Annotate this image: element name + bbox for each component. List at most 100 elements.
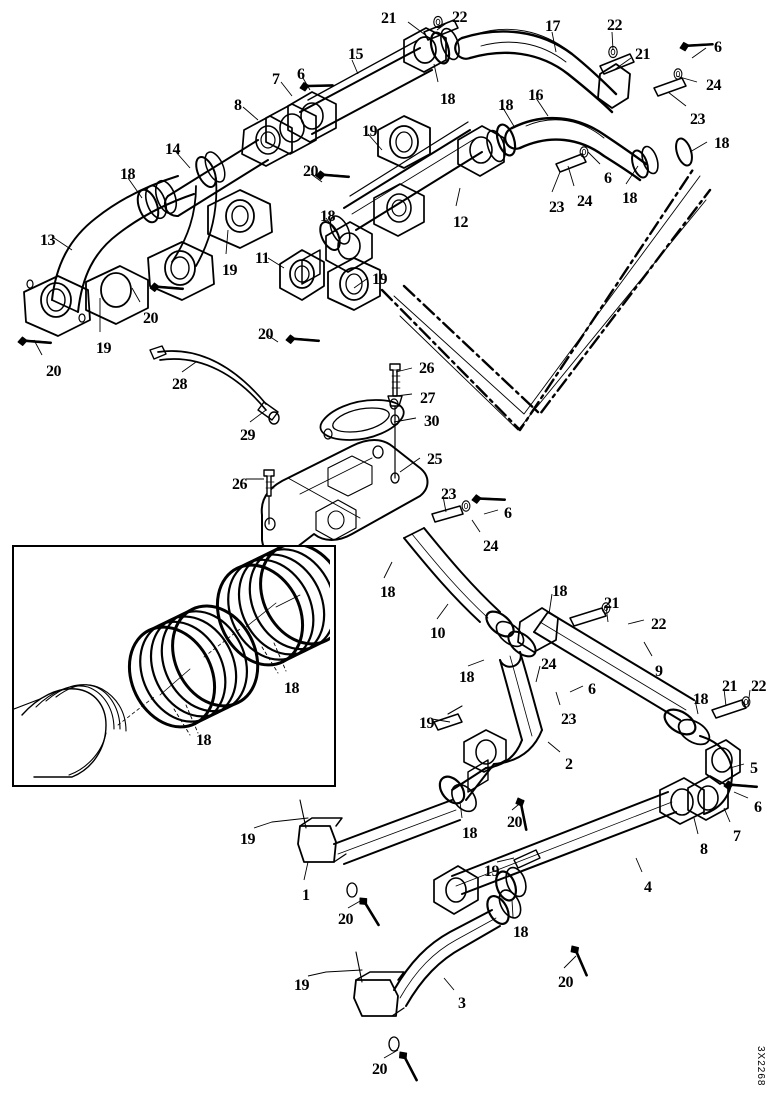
- part-callout-23: 23: [549, 199, 565, 216]
- inset-callout-18-1: 18: [284, 680, 300, 697]
- part-callout-8: 8: [700, 841, 708, 858]
- part-callout-19: 19: [240, 831, 256, 848]
- part-callout-21: 21: [381, 10, 397, 27]
- callout-leader: [605, 605, 609, 623]
- callout-leader: [407, 21, 433, 41]
- part-callout-18: 18: [120, 166, 136, 183]
- callout-leader: [747, 689, 751, 707]
- tube-15: [299, 27, 460, 135]
- part-callout-6: 6: [297, 66, 305, 83]
- callout-leader: [395, 393, 413, 397]
- callout-leader: [675, 75, 698, 83]
- part-callout-1: 1: [302, 887, 310, 904]
- callout-leader: [431, 718, 451, 723]
- part-callout-24: 24: [577, 193, 593, 210]
- callout-leader: [303, 861, 309, 881]
- callout-leader: [395, 367, 413, 373]
- callout-leader: [667, 91, 687, 107]
- part-callout-3: 3: [458, 995, 466, 1012]
- callout-leader: [175, 151, 191, 169]
- part-callout-19: 19: [362, 123, 378, 140]
- part-callout-19: 19: [294, 977, 310, 994]
- callout-leader: [325, 217, 337, 233]
- callout-leader: [729, 763, 745, 769]
- callout-leader: [511, 799, 525, 811]
- callout-leader: [643, 641, 653, 657]
- callout-leader: [443, 977, 455, 991]
- part-callout-13: 13: [40, 232, 56, 249]
- callout-leader: [249, 409, 267, 423]
- manifold-5: [659, 735, 758, 825]
- inset-callout-18-0: 18: [196, 732, 212, 749]
- part-callout-18: 18: [498, 97, 514, 114]
- part-callout-30: 30: [424, 413, 440, 430]
- part-callout-14: 14: [165, 141, 181, 158]
- part-callout-29: 29: [240, 427, 256, 444]
- part-callout-18: 18: [552, 583, 568, 600]
- part-callout-20: 20: [46, 363, 62, 380]
- tube-9: [517, 602, 751, 746]
- part-callout-19: 19: [419, 715, 435, 732]
- callout-leader: [310, 173, 323, 183]
- part-callout-12: 12: [453, 214, 469, 231]
- callout-leader: [723, 807, 731, 823]
- callout-leader: [627, 619, 645, 625]
- thin-reference-lines: [393, 175, 707, 431]
- callout-leader: [502, 107, 516, 129]
- part-callout-22: 22: [751, 678, 767, 695]
- part-callout-23: 23: [561, 711, 577, 728]
- part-callout-4: 4: [644, 879, 652, 896]
- callout-leader: [265, 333, 279, 343]
- callout-leader: [436, 21, 449, 31]
- callout-leader: [181, 361, 197, 373]
- part-callout-17: 17: [545, 18, 561, 35]
- part-callout-18: 18: [462, 825, 478, 842]
- part-callout-18: 18: [440, 91, 456, 108]
- callout-leader: [347, 899, 363, 909]
- callout-leader: [33, 339, 43, 356]
- part-callout-20: 20: [143, 310, 159, 327]
- part-callout-18: 18: [380, 584, 396, 601]
- callout-leader: [551, 171, 561, 193]
- callout-leader: [625, 165, 639, 185]
- callout-leader: [613, 57, 632, 71]
- tube-28: [149, 345, 280, 425]
- callout-leader: [723, 688, 727, 707]
- part-callout-6: 6: [604, 170, 612, 187]
- part-callout-6: 6: [754, 799, 762, 816]
- part-callout-15: 15: [348, 46, 364, 63]
- callout-leader: [535, 97, 549, 117]
- part-callout-22: 22: [452, 9, 468, 26]
- part-callout-23: 23: [441, 486, 457, 503]
- part-callout-9: 9: [655, 663, 663, 680]
- pipe-13-assembly: [23, 175, 195, 337]
- manifold-12: [15, 115, 505, 356]
- part-callout-19: 19: [222, 262, 238, 279]
- pipe-4: [433, 791, 677, 977]
- callout-leader: [555, 691, 561, 706]
- part-callout-11: 11: [255, 250, 270, 267]
- part-callout-25: 25: [427, 451, 443, 468]
- part-callout-27: 27: [420, 390, 436, 407]
- callout-leader: [267, 257, 285, 269]
- callout-leader: [569, 685, 584, 693]
- part-callout-18: 18: [513, 924, 529, 941]
- callout-leader: [694, 699, 699, 715]
- callout-leader: [242, 106, 259, 121]
- part-callout-5: 5: [750, 760, 758, 777]
- callout-leader: [442, 495, 447, 513]
- callout-leader: [535, 665, 541, 683]
- callout-leader: [280, 81, 293, 97]
- callout-leader: [436, 603, 449, 620]
- part-callout-26: 26: [232, 476, 248, 493]
- callout-leader: [551, 31, 557, 53]
- part-callout-7: 7: [733, 828, 741, 845]
- part-callout-21: 21: [604, 595, 620, 612]
- part-callout-20: 20: [338, 911, 354, 928]
- callout-leader: [563, 955, 577, 969]
- part-callout-23: 23: [690, 111, 706, 128]
- callout-leader: [225, 229, 229, 255]
- chain-reference-lines: [380, 166, 712, 432]
